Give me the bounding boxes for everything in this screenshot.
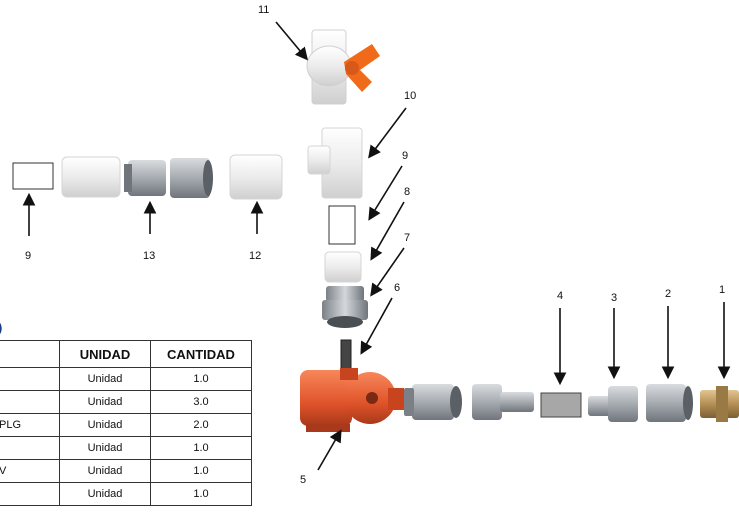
label-6: 6 xyxy=(394,282,401,294)
label-2: 2 xyxy=(665,288,672,300)
tee-fitting-part-10 xyxy=(307,127,363,199)
table-row: PLG Unidad 2.0 xyxy=(0,413,252,437)
table-row: V Unidad 1.0 xyxy=(0,459,252,483)
spacer-block-part-9-horizontal xyxy=(12,162,54,190)
header-quantity: CANTIDAD xyxy=(150,340,252,368)
table-row: Unidad 1.0 xyxy=(0,367,252,391)
label-13: 13 xyxy=(143,250,156,262)
table-row: Unidad 1.0 xyxy=(0,436,252,460)
label-4: 4 xyxy=(557,290,564,302)
row-description xyxy=(0,367,60,391)
aluminum-coupler-part-7 xyxy=(322,286,368,328)
ball-valve-part-11 xyxy=(306,29,380,105)
label-1: 1 xyxy=(719,284,726,296)
row-description: PLG xyxy=(0,413,60,437)
label-3: 3 xyxy=(611,292,618,304)
label-10: 10 xyxy=(404,90,417,102)
row-description xyxy=(0,436,60,460)
table-header-row: UNIDAD CANTIDAD xyxy=(0,340,252,368)
parts-table: UNIDAD CANTIDAD Unidad 1.0 Unidad 3.0 PL… xyxy=(0,340,252,506)
aluminum-adapter-b xyxy=(472,384,534,420)
adapter-part-3 xyxy=(588,386,638,422)
row-quantity: 2.0 xyxy=(150,413,252,437)
row-unit: Unidad xyxy=(59,459,151,483)
label-7: 7 xyxy=(404,232,411,244)
row-unit: Unidad xyxy=(59,413,151,437)
row-unit: Unidad xyxy=(59,390,151,414)
header-description xyxy=(0,340,60,368)
aluminum-adapter-part-13 xyxy=(124,158,213,198)
pvc-coupling-part-12 xyxy=(229,154,283,200)
label-8: 8 xyxy=(404,186,411,198)
row-quantity: 1.0 xyxy=(150,482,252,506)
table-row: Unidad 1.0 xyxy=(0,482,252,506)
row-quantity: 1.0 xyxy=(150,459,252,483)
row-description xyxy=(0,390,60,414)
pvc-coupling-part-8 xyxy=(324,251,362,283)
aluminum-coupler-a xyxy=(404,384,462,420)
row-unit: Unidad xyxy=(59,482,151,506)
water-pump-part-5 xyxy=(300,368,404,432)
row-quantity: 3.0 xyxy=(150,390,252,414)
row-quantity: 1.0 xyxy=(150,367,252,391)
spacer-block-part-9-vertical xyxy=(328,205,356,245)
gray-spacer-part-4 xyxy=(540,392,582,418)
table-row: Unidad 3.0 xyxy=(0,390,252,414)
callout-arrows xyxy=(22,21,731,471)
label-5: 5 xyxy=(300,474,307,486)
header-unit: UNIDAD xyxy=(59,340,151,368)
row-description xyxy=(0,482,60,506)
table-corner-mark: ) xyxy=(0,320,2,335)
brass-fitting-part-1 xyxy=(700,386,739,422)
row-unit: Unidad xyxy=(59,436,151,460)
label-11: 11 xyxy=(258,4,270,16)
row-quantity: 1.0 xyxy=(150,436,252,460)
pvc-coupling-left xyxy=(61,156,121,198)
row-description: V xyxy=(0,459,60,483)
coupler-part-2 xyxy=(646,384,693,422)
label-9-horizontal: 9 xyxy=(25,250,32,262)
label-9-vertical: 9 xyxy=(402,150,409,162)
label-12: 12 xyxy=(249,250,262,262)
row-unit: Unidad xyxy=(59,367,151,391)
